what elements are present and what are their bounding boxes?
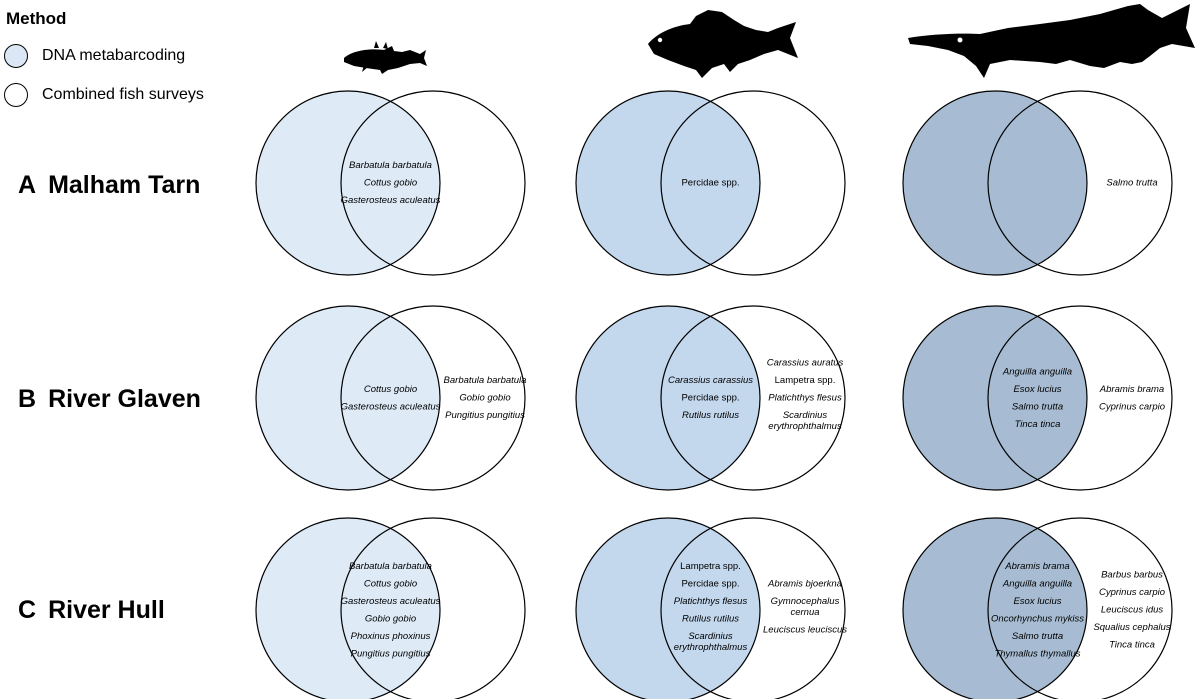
overlap-species-label: Gasterosteus aculeatus: [341, 596, 441, 607]
overlap-species-label: Scardinius: [688, 631, 733, 642]
row-letter: B: [18, 385, 37, 413]
overlap-species-label: Pungitius pungitius: [351, 648, 431, 659]
combined-surveys-circle: [340, 517, 526, 699]
stickleback-silhouette: [344, 41, 427, 74]
combined-surveys-circle: [987, 305, 1173, 491]
surveys-only-species-label: Squalius cephalus: [1093, 622, 1170, 633]
combined-surveys-circle: [987, 517, 1173, 699]
dna-metabarcoding-circle: [575, 517, 761, 699]
overlap-species-label: Gasterosteus aculeatus: [341, 401, 441, 412]
overlap-species-label: Rutilus rutilus: [682, 613, 739, 624]
combined-surveys-circle: [660, 305, 846, 491]
legend-swatch-dna: [4, 44, 28, 68]
surveys-only-species-label: Scardinius: [783, 410, 828, 421]
surveys-only-species-label: Cyprinus carpio: [1099, 401, 1165, 412]
overlap-species-label: Rutilus rutilus: [682, 410, 739, 421]
overlap-species-label: Cottus gobio: [364, 178, 417, 189]
overlap-species-label: Platichthys flesus: [674, 596, 748, 607]
surveys-only-species-label: Leuciscus idus: [1101, 605, 1164, 616]
overlap-species-label: Tinca tinca: [1015, 419, 1061, 430]
surveys-only-species-label: erythrophthalmus: [768, 421, 842, 432]
row-name: River Glaven: [48, 385, 201, 413]
legend-label-dna: DNA metabarcoding: [42, 47, 186, 64]
dna-metabarcoding-circle: [255, 305, 441, 491]
overlap-species-label: Gasterosteus aculeatus: [341, 195, 441, 206]
surveys-only-species-label: Abramis brama: [1099, 384, 1164, 395]
overlap-species-label: Esox lucius: [1013, 596, 1061, 607]
overlap-species-label: Lampetra spp.: [680, 561, 741, 572]
surveys-only-species-label: Barbatula barbatula: [444, 375, 527, 386]
overlap-species-label: Carassius carassius: [668, 375, 753, 386]
venn-a-3: Salmo trutta: [902, 90, 1173, 276]
surveys-only-species-label: Lampetra spp.: [775, 375, 836, 386]
combined-surveys-circle: [340, 305, 526, 491]
legend: Method DNA metabarcoding Combined fish s…: [0, 0, 240, 120]
row-letter: A: [18, 171, 37, 199]
legend-swatch-surveys: [4, 83, 28, 107]
perch-silhouette: [648, 10, 798, 78]
dna-metabarcoding-circle: [902, 305, 1088, 491]
surveys-only-species-label: Platichthys flesus: [768, 393, 842, 404]
overlap-species-label: Cottus gobio: [364, 384, 417, 395]
surveys-only-species-label: Gobio gobio: [459, 393, 510, 404]
overlap-species-label: Oncorhynchus mykiss: [991, 613, 1084, 624]
overlap-species-label: Anguilla anguilla: [1002, 578, 1072, 589]
combined-surveys-circle: [660, 90, 846, 276]
overlap-species-label: Barbatula barbatula: [349, 561, 432, 572]
dna-metabarcoding-circle: [575, 90, 761, 276]
row-name: Malham Tarn: [48, 171, 201, 199]
combined-surveys-circle: [987, 90, 1173, 276]
legend-label-surveys: Combined fish surveys: [42, 86, 204, 103]
dna-metabarcoding-circle: [902, 517, 1088, 699]
dna-metabarcoding-circle: [255, 90, 441, 276]
surveys-only-species-label: Leuciscus leuciscus: [763, 624, 847, 635]
row-name: River Hull: [48, 596, 165, 624]
dna-metabarcoding-circle: [575, 305, 761, 491]
surveys-only-species-label: Barbus barbus: [1101, 570, 1163, 581]
overlap-species-label: Percidae spp.: [681, 393, 739, 404]
overlap-species-label: Thymallus thymallus: [994, 648, 1080, 659]
combined-surveys-circle: [660, 517, 846, 699]
row-label-c: C River Hull: [18, 596, 165, 625]
row-label-b: B River Glaven: [18, 385, 201, 414]
row-label-a: A Malham Tarn: [18, 171, 200, 200]
dna-metabarcoding-circle: [902, 90, 1088, 276]
pike-silhouette: [908, 4, 1195, 78]
overlap-species-label: Abramis brama: [1004, 561, 1069, 572]
venn-a-2: Percidae spp.: [575, 90, 846, 276]
overlap-species-label: Percidae spp.: [681, 178, 739, 189]
surveys-only-species-label: cernua: [790, 607, 819, 618]
overlap-species-label: Barbatula barbatula: [349, 160, 432, 171]
surveys-only-species-label: Gymnocephalus: [771, 596, 840, 607]
row-letter: C: [18, 596, 37, 624]
surveys-only-species-label: Pungitius pungitius: [445, 410, 525, 421]
combined-surveys-circle: [340, 90, 526, 276]
surveys-only-species-label: Salmo trutta: [1106, 178, 1157, 189]
overlap-species-label: Salmo trutta: [1012, 401, 1063, 412]
legend-item-combined-surveys: Combined fish surveys: [4, 83, 204, 107]
overlap-species-label: Gobio gobio: [365, 613, 416, 624]
legend-title: Method: [6, 9, 67, 28]
venn-c-2: Lampetra spp. Percidae spp. Platichthys fl…: [575, 517, 847, 699]
overlap-species-label: Phoxinus phoxinus: [351, 631, 431, 642]
overlap-species-label: Anguilla anguilla: [1002, 366, 1072, 377]
legend-item-dna-metabarcoding: DNA metabarcoding: [4, 44, 185, 68]
overlap-species-label: erythrophthalmus: [674, 642, 748, 653]
overlap-species-label: Cottus gobio: [364, 578, 417, 589]
overlap-species-label: Esox lucius: [1013, 384, 1061, 395]
surveys-only-species-label: Carassius auratus: [767, 358, 844, 369]
surveys-only-species-label: Abramis bjoerkna: [767, 578, 842, 589]
surveys-only-species-label: Cyprinus carpio: [1099, 587, 1165, 598]
surveys-only-species-label: Tinca tinca: [1109, 640, 1155, 651]
overlap-species-label: Percidae spp.: [681, 578, 739, 589]
overlap-species-label: Salmo trutta: [1012, 631, 1063, 642]
dna-metabarcoding-circle: [255, 517, 441, 699]
